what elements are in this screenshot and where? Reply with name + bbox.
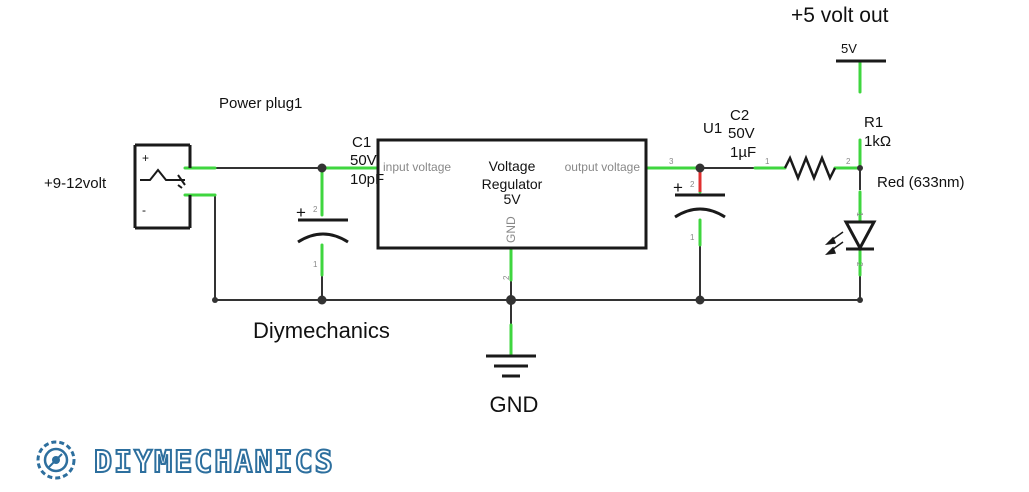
junction-c1-bottom bbox=[317, 295, 327, 305]
u1-designator: U1 bbox=[703, 120, 722, 137]
diymechanics-logo: DIYMECHANICS bbox=[36, 440, 335, 481]
c1-plate-curved bbox=[297, 232, 349, 244]
regulator-gnd-pin-number: 2 bbox=[502, 275, 511, 280]
regulator-output-pin: output voltage bbox=[565, 160, 641, 174]
junction-led-bottom bbox=[857, 297, 863, 303]
power-jack-spring bbox=[177, 174, 186, 189]
r1-value: 1kΩ bbox=[864, 133, 891, 150]
junctions bbox=[212, 163, 863, 305]
c2-polarity: + bbox=[673, 178, 683, 197]
wires bbox=[214, 62, 862, 330]
power-jack-plus: + bbox=[142, 151, 149, 165]
junction-r1-led bbox=[857, 165, 863, 171]
regulator-gnd-pin: GND bbox=[504, 216, 518, 243]
c1-polarity: + bbox=[296, 203, 306, 222]
c2-plate-curved bbox=[674, 207, 726, 219]
c1-pin2-number: 2 bbox=[313, 205, 318, 214]
power-jack-contact bbox=[140, 168, 185, 181]
junction-jack-bottom bbox=[212, 297, 218, 303]
junction-gnd bbox=[506, 295, 516, 305]
regulator-title-1: Voltage bbox=[489, 158, 536, 174]
c2-pin2-number: 2 bbox=[690, 180, 695, 189]
led-triangle bbox=[843, 220, 877, 252]
credit-text: Diymechanics bbox=[253, 318, 390, 343]
power-jack-title: Power plug1 bbox=[219, 95, 302, 112]
regulator-body bbox=[376, 138, 648, 250]
c1-capacitance: 10pF bbox=[350, 171, 384, 188]
input-voltage-label: +9-12volt bbox=[44, 175, 107, 192]
c2-pin1-number: 1 bbox=[690, 233, 695, 242]
junction-c1-top bbox=[317, 163, 327, 173]
gear-icon bbox=[36, 440, 76, 480]
c2-voltage: 50V bbox=[728, 125, 755, 142]
r1-pin1-number: 1 bbox=[765, 157, 770, 166]
r1-zigzag bbox=[783, 154, 837, 182]
c2-capacitance: 1µF bbox=[730, 144, 756, 161]
resistor-r1: 1 2 R1 1kΩ bbox=[765, 114, 891, 182]
c1-voltage: 50V bbox=[350, 152, 377, 169]
logo-text: DIYMECHANICS bbox=[94, 445, 335, 480]
ground-symbol: GND bbox=[486, 354, 539, 417]
regulator-input-pin: input voltage bbox=[383, 160, 451, 174]
output-rail-label: 5V bbox=[841, 41, 857, 56]
output-rail: 5V +5 volt out bbox=[791, 4, 889, 63]
capacitor-c2: + 2 1 U1 C2 50V 1µF bbox=[673, 107, 756, 242]
capacitor-c1: + 2 1 C1 50V 10pF bbox=[296, 134, 384, 269]
led-pin1-number: 1 bbox=[855, 212, 864, 217]
led-emission-arrows bbox=[824, 231, 844, 256]
led-label: Red (633nm) bbox=[877, 174, 965, 191]
power-jack-body bbox=[133, 143, 192, 230]
power-jack-minus: - bbox=[142, 203, 146, 217]
power-jack: + - Power plug1 +9-12volt bbox=[44, 95, 302, 230]
junction-c2-top bbox=[695, 163, 705, 173]
led: 1 2 Red (633nm) bbox=[824, 174, 965, 267]
gnd-label: GND bbox=[490, 392, 539, 417]
c1-pin1-number: 1 bbox=[313, 260, 318, 269]
regulator-title-2: Regulator bbox=[482, 176, 543, 192]
r1-pin2-number: 2 bbox=[846, 157, 851, 166]
junction-c2-bottom bbox=[695, 295, 705, 305]
regulator-title-3: 5V bbox=[503, 191, 521, 207]
output-title: +5 volt out bbox=[791, 4, 889, 27]
regulator-out-pin-number: 3 bbox=[669, 157, 674, 166]
c1-name: C1 bbox=[352, 134, 371, 151]
c2-name: C2 bbox=[730, 107, 749, 124]
led-pin2-number: 2 bbox=[855, 262, 864, 267]
r1-name: R1 bbox=[864, 114, 883, 131]
voltage-regulator: Voltage Regulator 5V input voltage outpu… bbox=[376, 138, 674, 280]
